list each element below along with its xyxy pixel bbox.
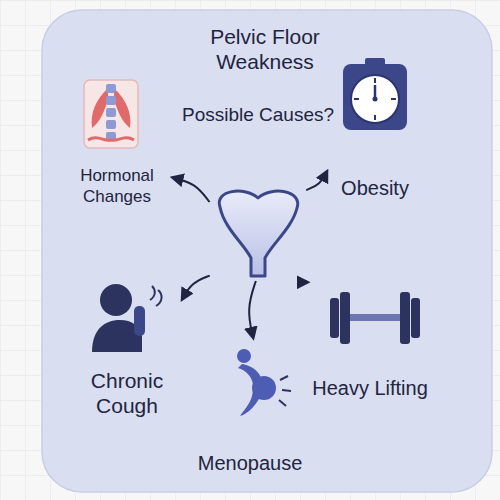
scale-icon: [343, 58, 407, 130]
menopause-icon: [237, 349, 291, 416]
cause-label: Menopause: [196, 451, 305, 475]
cause-node: Chronic Cough: [75, 276, 179, 418]
diagram-title: Pelvic Floor Weakness: [165, 24, 365, 74]
cause-label: Hormonal Changes: [65, 166, 169, 207]
connector-arrow: [249, 281, 256, 338]
connector-arrow: [182, 276, 210, 300]
hormone-icon: [84, 80, 138, 148]
connector-arrow: [306, 171, 327, 190]
cause-label: Chronic Cough: [75, 368, 179, 418]
dumbbell-icon: [330, 292, 420, 344]
cause-node: Obesity: [330, 55, 420, 200]
connector-arrow: [306, 280, 308, 282]
bladder-icon: [219, 191, 298, 276]
panel: [42, 10, 492, 492]
connector-arrow: [172, 178, 209, 203]
center-heading: Possible Causes?: [182, 104, 334, 126]
cause-node: Menopause: [180, 342, 320, 475]
cause-node: Heavy Lifting: [296, 285, 444, 400]
cough-icon: [92, 284, 162, 352]
cause-node: Hormonal Changes: [65, 75, 169, 207]
cause-label: Heavy Lifting: [310, 376, 430, 400]
cause-label: Obesity: [339, 176, 411, 200]
center-node: Possible Causes?: [212, 190, 304, 278]
